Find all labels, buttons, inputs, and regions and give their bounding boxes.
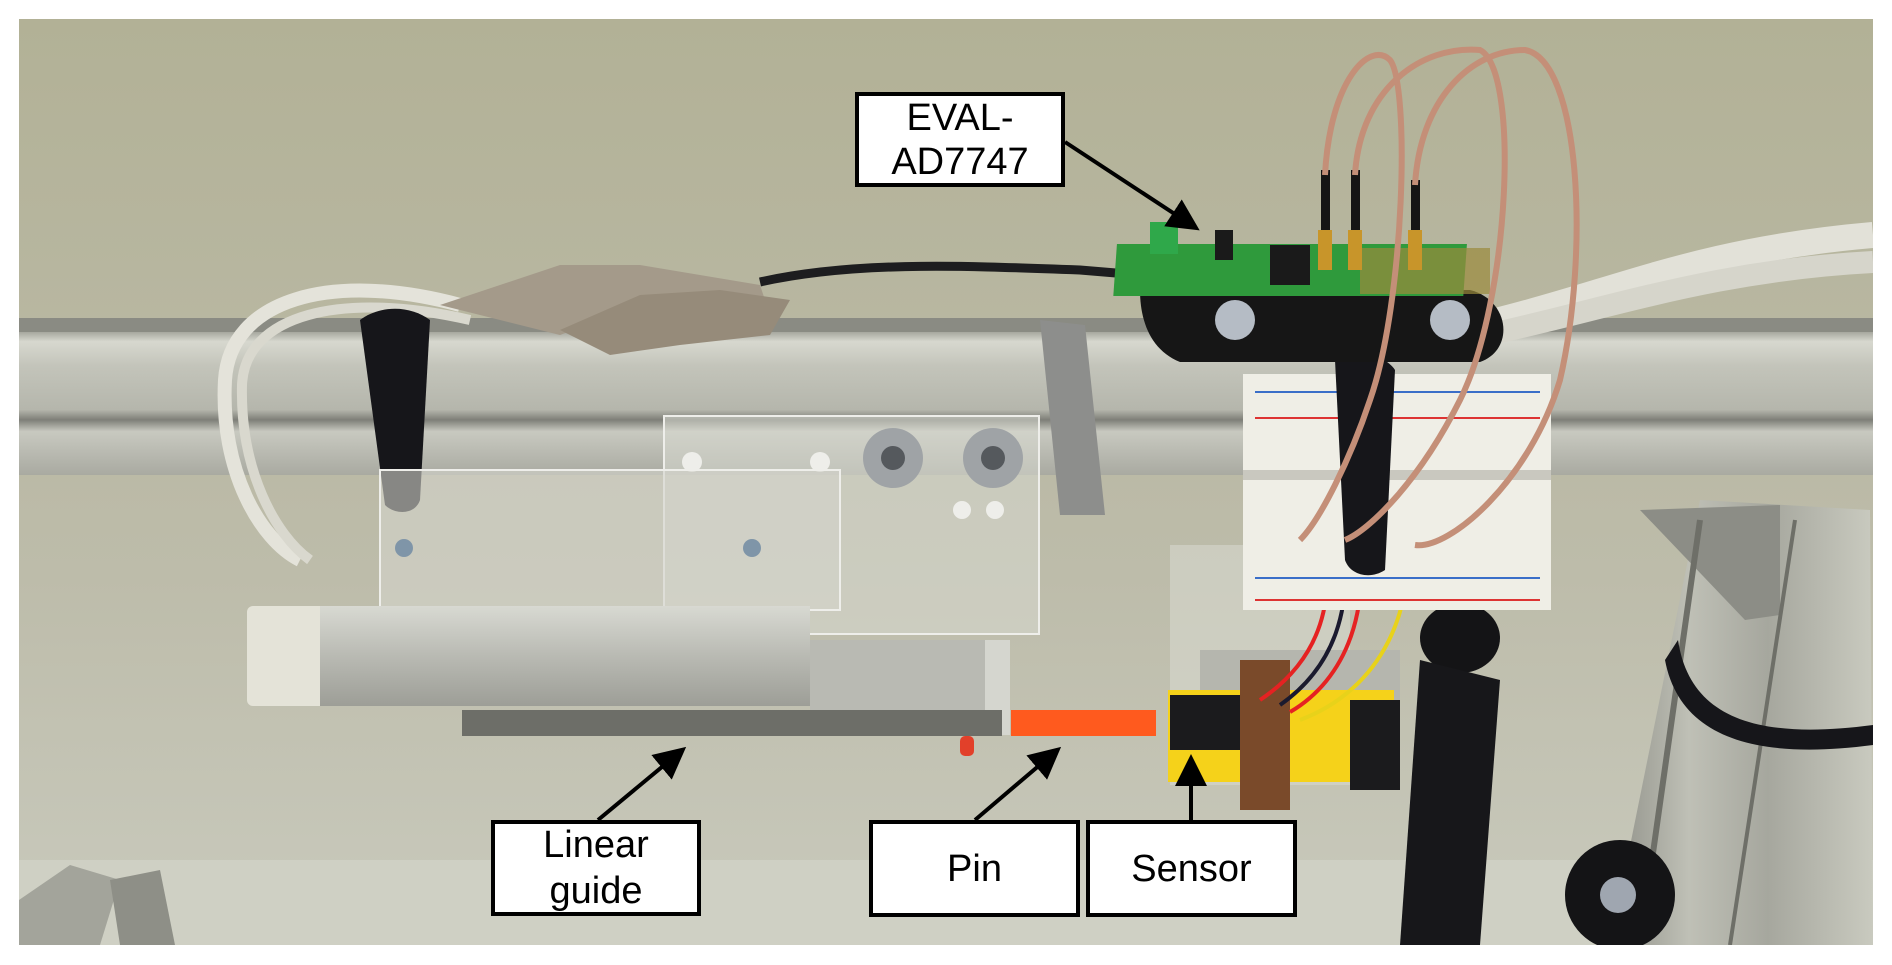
linear-guide-label: Linear guide xyxy=(491,820,701,916)
velcro-strap xyxy=(360,308,430,512)
velcro-strap xyxy=(1335,354,1395,576)
label-line: guide xyxy=(549,870,643,912)
white-cable-loop xyxy=(236,302,472,565)
usb-cable xyxy=(759,261,1141,287)
eval-board xyxy=(1113,170,1504,362)
label-line: AD7747 xyxy=(891,140,1029,183)
mount-arm xyxy=(1400,603,1675,945)
duct-tape xyxy=(1040,320,1105,515)
crocodile-clips xyxy=(440,265,790,355)
label-line: EVAL- xyxy=(906,96,1014,139)
sensor-label: Sensor xyxy=(1086,820,1297,917)
white-cable-loop xyxy=(217,283,462,567)
pin-label: Pin xyxy=(869,820,1080,917)
pin-object xyxy=(1011,710,1156,736)
linear-guide-assembly xyxy=(247,469,1010,756)
eval-board-label: EVAL- AD7747 xyxy=(855,92,1065,187)
label-line: Linear xyxy=(543,824,649,866)
aluminium-profile-pieces xyxy=(19,865,175,945)
label-line: Sensor xyxy=(1131,847,1252,890)
grey-cable xyxy=(1496,222,1873,333)
grey-cable xyxy=(1497,251,1873,343)
coax-cables xyxy=(1297,46,1580,549)
label-line: Pin xyxy=(947,847,1002,890)
